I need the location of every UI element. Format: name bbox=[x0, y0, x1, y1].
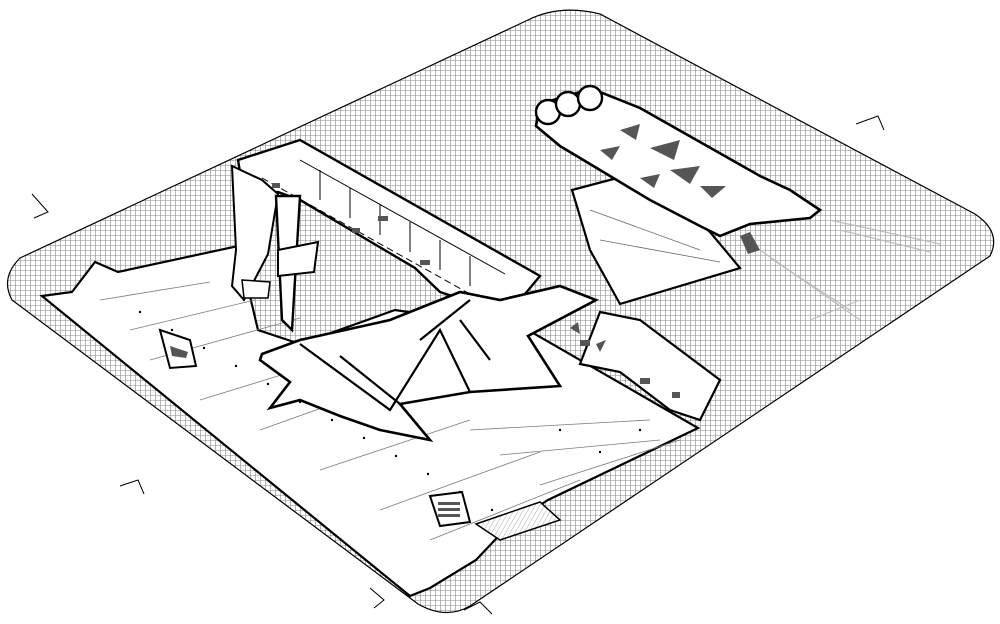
parking-stall-lines bbox=[99, 281, 681, 541]
link-building-lines bbox=[589, 209, 721, 263]
small-shards bbox=[570, 322, 606, 352]
cathedral-stairs bbox=[740, 232, 760, 254]
east-wing-rooms bbox=[580, 340, 680, 398]
east-wing bbox=[578, 310, 722, 422]
south-ramp bbox=[474, 501, 562, 541]
north-arrows bbox=[31, 115, 885, 615]
left-connector bbox=[277, 240, 320, 278]
north-wing-rooms bbox=[272, 183, 430, 265]
left-wing bbox=[230, 164, 280, 302]
south-core-stairs bbox=[438, 502, 460, 517]
cathedral-shards bbox=[600, 124, 726, 198]
west-core-fill bbox=[170, 346, 188, 358]
cathedral-apses bbox=[534, 84, 604, 126]
left-wing-stairs bbox=[241, 279, 271, 299]
atrium-zigzag-walls bbox=[299, 299, 491, 412]
outdoor-walkways bbox=[759, 219, 941, 321]
